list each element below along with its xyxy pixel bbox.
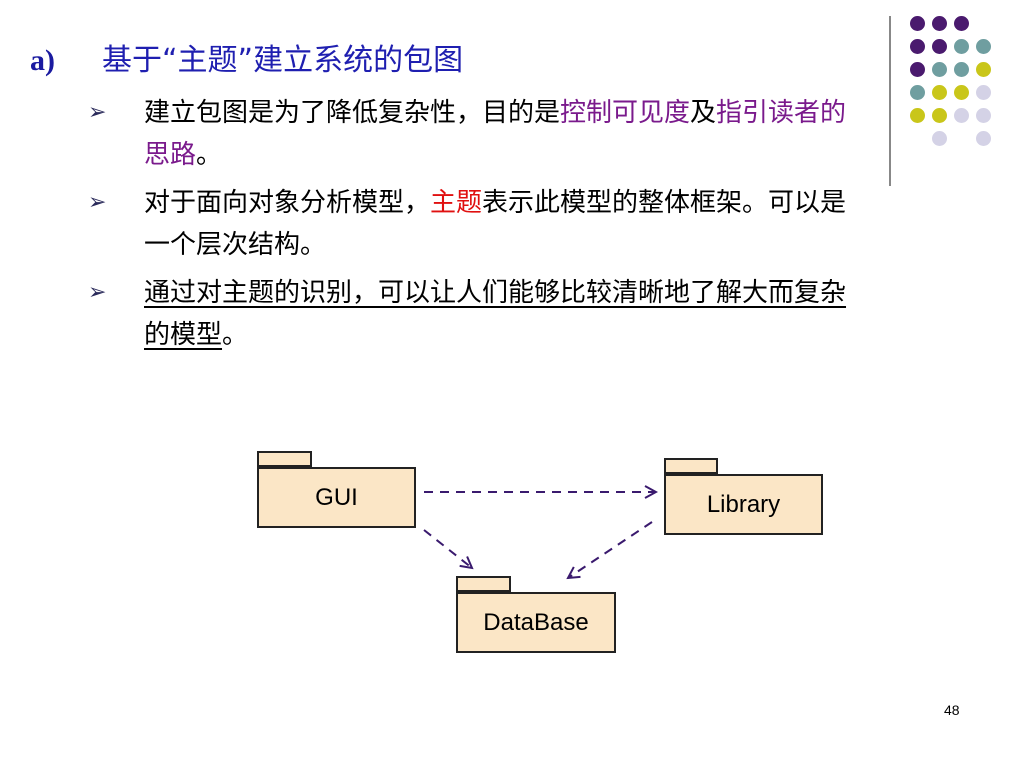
bullet-text-part: 对于面向对象分析模型， <box>144 188 431 218</box>
decor-dot <box>910 39 925 54</box>
heading-title: 基于“主题”建立系统的包图 <box>102 43 464 78</box>
bullet-text: 建立包图是为了降低复杂性，目的是控制可见度及指引读者的思路。 <box>144 92 866 176</box>
decor-dot <box>954 16 969 31</box>
decor-dot <box>976 62 991 77</box>
underlined-text: 通过对主题的识别，可以让人们能够比较清晰地了解大而复杂的模型 <box>144 278 847 350</box>
arrow-bullet-icon: ➢ <box>88 100 107 125</box>
package-tab <box>664 458 718 474</box>
decor-dot <box>976 108 991 123</box>
decor-dot <box>932 62 947 77</box>
bullet-text: 对于面向对象分析模型，主题表示此模型的整体框架。可以是一个层次结构。 <box>144 182 866 266</box>
bullet-text: 通过对主题的识别，可以让人们能够比较清晰地了解大而复杂的模型。 <box>144 272 866 356</box>
decor-dot <box>910 62 925 77</box>
bullet-text-part: 表示此模型的整体框架。可以是一个层次结构。 <box>144 188 847 260</box>
highlight-text: 指引读者的思路 <box>144 98 847 170</box>
bullet-text-part: 建立包图是为了降低复杂性，目的是 <box>144 98 561 128</box>
dependency-gui-database <box>423 529 472 568</box>
arrow-bullet-icon: ➢ <box>88 190 107 215</box>
decor-dot <box>954 62 969 77</box>
arrow-bullet-icon: ➢ <box>88 280 107 305</box>
decor-dot <box>910 85 925 100</box>
decor-dot <box>976 85 991 100</box>
decor-dot <box>976 131 991 146</box>
decor-dot <box>976 39 991 54</box>
decor-dot <box>910 16 925 31</box>
decor-dot <box>954 108 969 123</box>
decor-dot <box>932 16 947 31</box>
slide-heading: a) 基于“主题”建立系统的包图 <box>30 38 463 84</box>
package-gui: GUI <box>257 451 416 528</box>
package-label: GUI <box>257 467 416 528</box>
decor-dot <box>954 39 969 54</box>
highlight-text: 控制可见度 <box>560 98 691 128</box>
package-database: DataBase <box>456 576 616 653</box>
package-label: Library <box>664 474 823 535</box>
package-tab <box>257 451 312 467</box>
page-number: 48 <box>944 702 960 718</box>
bullet-text-part: 。 <box>196 140 223 170</box>
heading-number: a) <box>30 44 55 77</box>
dependency-library-database <box>568 521 653 578</box>
decor-dot <box>932 39 947 54</box>
decor-dot <box>932 108 947 123</box>
decor-dot <box>932 131 947 146</box>
package-label: DataBase <box>456 592 616 653</box>
decor-dot <box>910 108 925 123</box>
decor-dot <box>954 85 969 100</box>
decor-dot <box>932 85 947 100</box>
bullet-text-part: 。 <box>222 320 249 350</box>
decor-divider <box>889 16 891 186</box>
bullet-text-part: 及 <box>690 98 717 128</box>
package-library: Library <box>664 458 823 535</box>
package-tab <box>456 576 511 592</box>
highlight-text: 主题 <box>430 188 483 218</box>
